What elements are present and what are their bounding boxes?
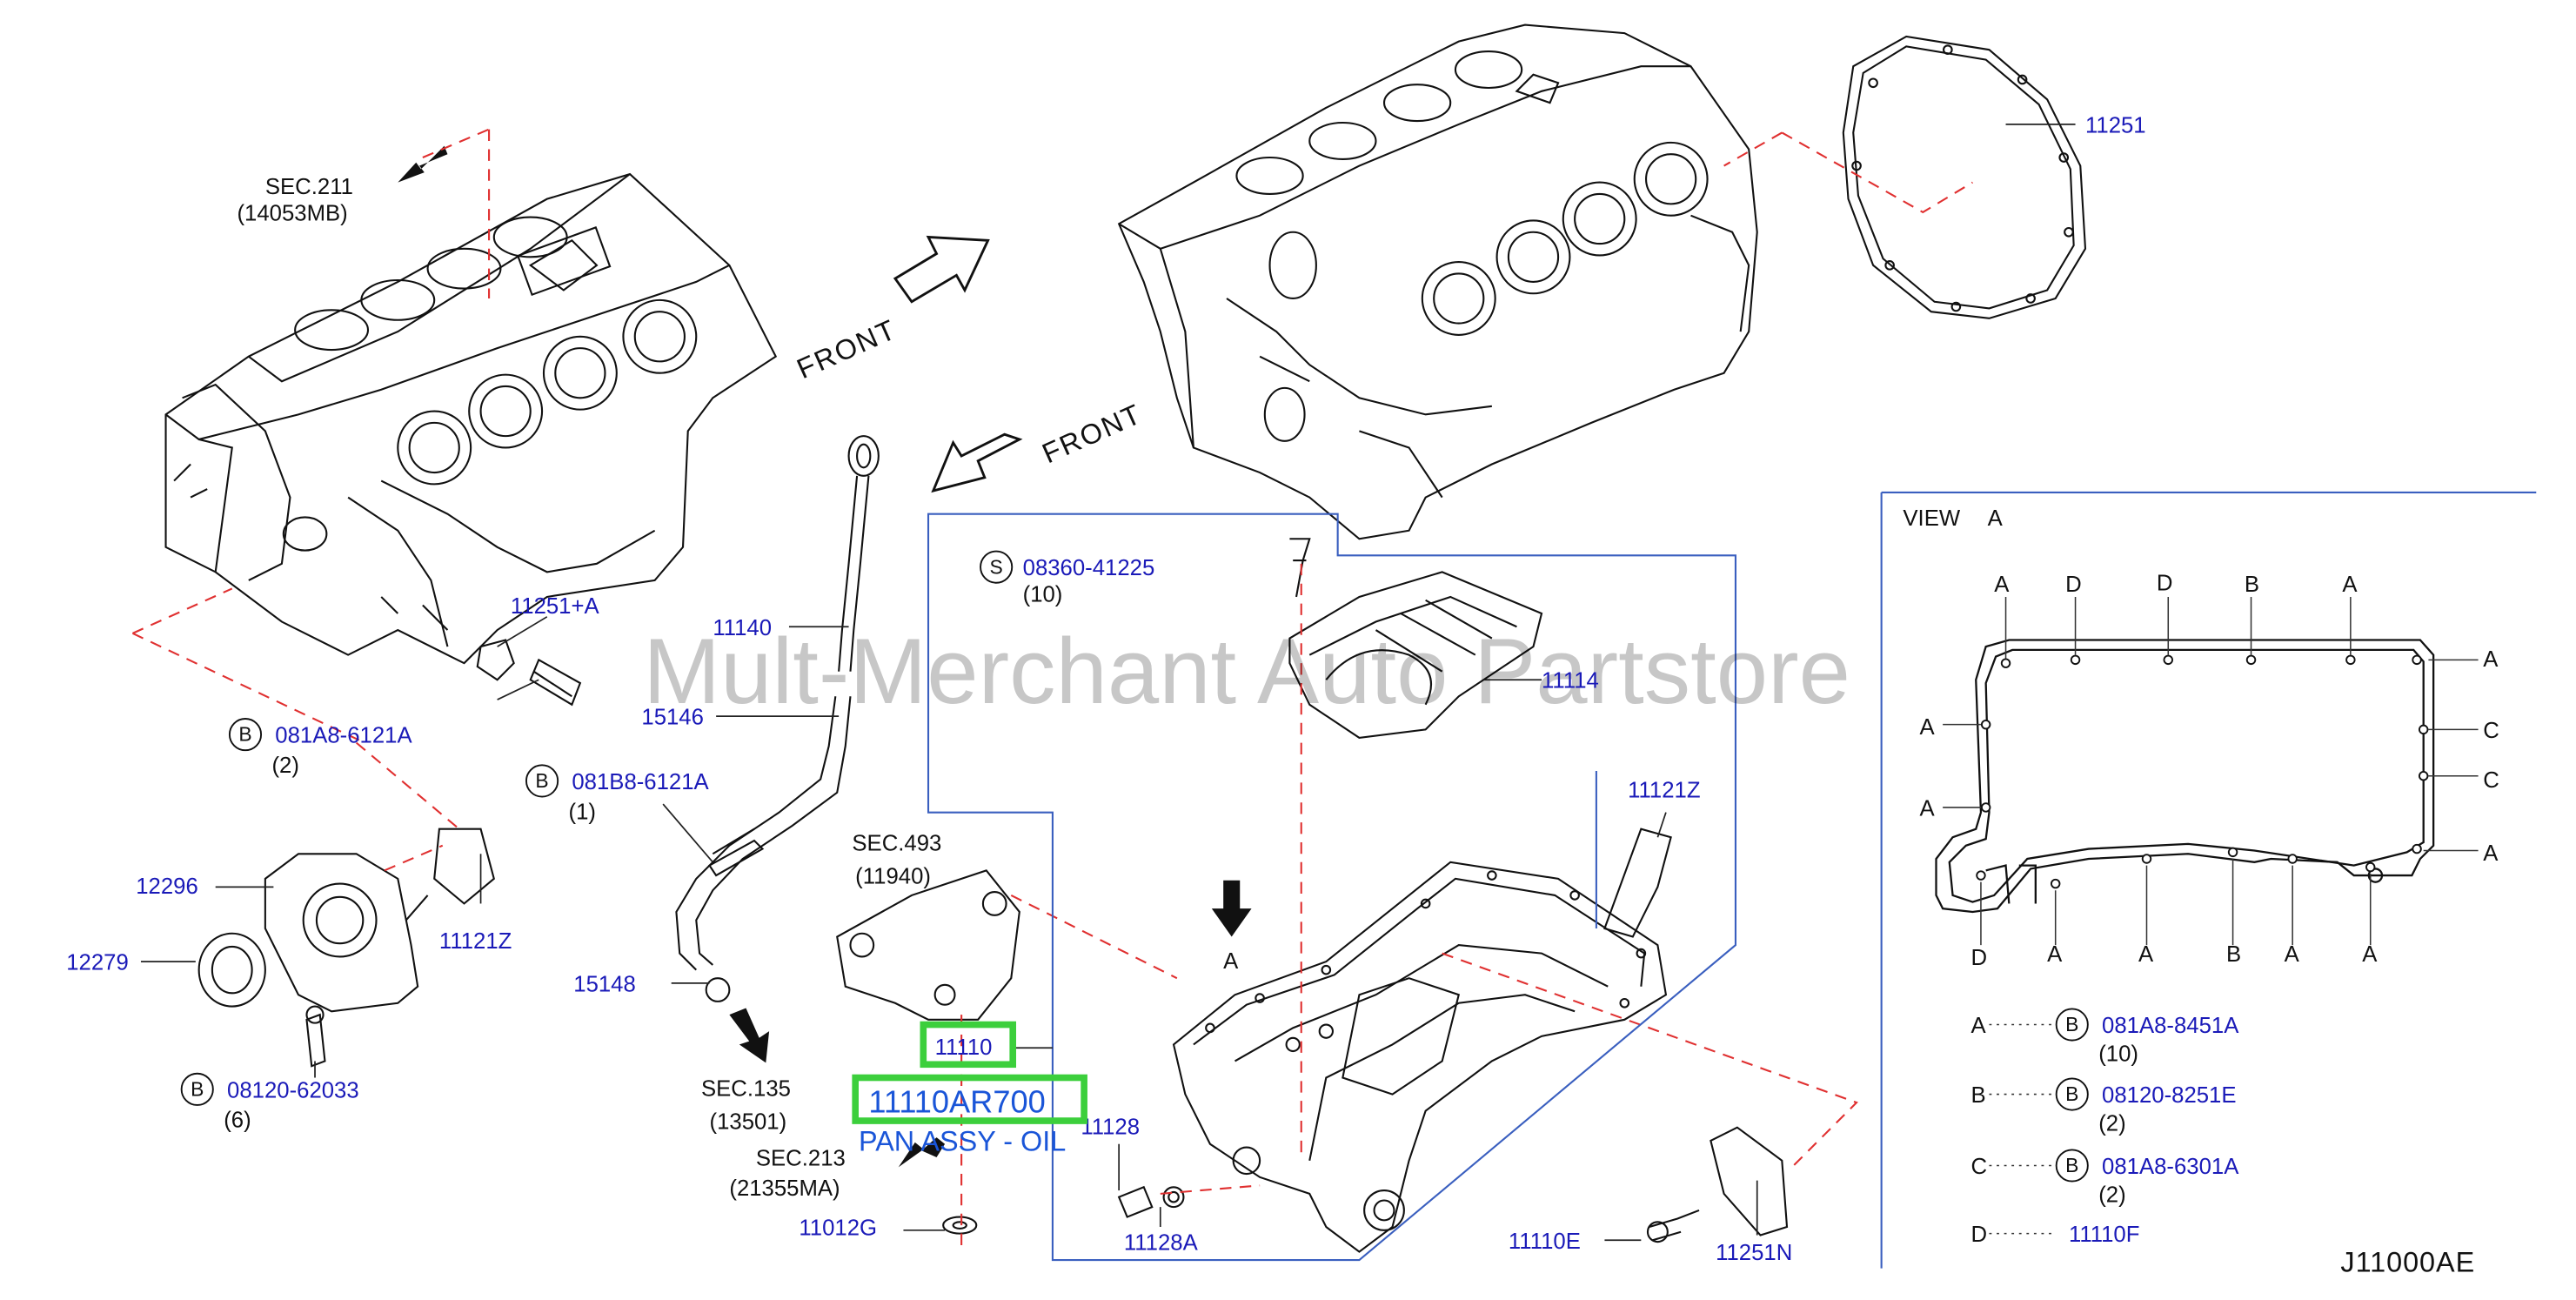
- oil-pan-assy: [1172, 861, 1668, 1253]
- leader-lines-black: [140, 124, 2076, 1242]
- part-11251n[interactable]: 11251N: [1716, 1240, 1793, 1265]
- view-letter-left-1: A: [1919, 714, 1935, 740]
- part-12279[interactable]: 12279: [66, 949, 129, 975]
- legend-b-qty: (2): [2098, 1110, 2126, 1136]
- view-letter-left-2: A: [1919, 795, 1935, 821]
- part-11128[interactable]: 11128: [1081, 1114, 1141, 1140]
- view-letter-top-2: D: [2065, 572, 2082, 597]
- part-12296[interactable]: 12296: [136, 874, 198, 899]
- sec211-title[interactable]: SEC.211: [264, 174, 353, 199]
- view-letter-bottom-6: A: [2362, 941, 2378, 967]
- view-letter-right-3: C: [2483, 767, 2499, 793]
- part-11128a[interactable]: 11128A: [1123, 1230, 1198, 1256]
- view-letter-right-1: A: [2483, 647, 2499, 672]
- part-15146[interactable]: 15146: [641, 704, 704, 730]
- view-letter-bottom-2: A: [2047, 941, 2063, 967]
- part-11251[interactable]: 11251: [2084, 112, 2146, 138]
- front-arrows: [893, 235, 1023, 493]
- legend-key-a: A: [1970, 1013, 1986, 1038]
- view-letter: A: [1987, 506, 2003, 531]
- view-a-bolt-dots: [1976, 654, 2429, 889]
- part-11121z-left[interactable]: 11121Z: [438, 928, 512, 954]
- legend-a-code[interactable]: 081A8-8451A: [2102, 1013, 2239, 1038]
- view-letter-top-5: A: [2342, 572, 2358, 597]
- view-a-pointer-lines: [1943, 596, 2479, 946]
- view-letter-bottom-4: B: [2225, 941, 2242, 967]
- legend-key-c: C: [1970, 1154, 1988, 1179]
- view-letter-bottom-5: A: [2284, 941, 2299, 967]
- sec135-title[interactable]: SEC.135: [700, 1076, 791, 1102]
- small-hardware: [476, 538, 1789, 1243]
- view-letter-top-1: A: [1994, 572, 2010, 597]
- bolt-b3-circle: B: [180, 1072, 214, 1106]
- dipstick-and-tube: [675, 435, 880, 1002]
- baffle-plate-11114: [1288, 571, 1543, 739]
- legend-dotted-lines: [1989, 1023, 2056, 1235]
- view-letter-top-3: D: [2156, 570, 2173, 596]
- bolt-b1-qty: (2): [271, 753, 299, 778]
- watermark-text: Mult-Merchant Auto Partstore: [643, 618, 1851, 723]
- view-letter-bottom-1: D: [1970, 945, 1988, 970]
- sec493-ref: (11940): [855, 863, 931, 889]
- part-11114[interactable]: 11114: [1542, 667, 1599, 694]
- part-11251-a[interactable]: 11251+A: [510, 593, 599, 619]
- frame-lines-blue: [927, 491, 2537, 1269]
- highlight-part-no: 11110: [934, 1034, 993, 1060]
- highlight-part-name[interactable]: PAN ASSY - OIL: [858, 1125, 1067, 1157]
- bolt-b1-circle: B: [228, 718, 263, 752]
- leader-lines-red: [131, 128, 1973, 1252]
- engine-block-right: [1117, 23, 1758, 540]
- view-a-pan-outline: [1935, 639, 2435, 914]
- sec493-title[interactable]: SEC.493: [852, 830, 942, 856]
- highlight-box-part[interactable]: 11110: [920, 1021, 1017, 1069]
- legend-c-circle: B: [2055, 1149, 2089, 1183]
- legend-key-b: B: [1970, 1082, 1986, 1108]
- bolt-b2-code[interactable]: 081B8-6121A: [572, 769, 709, 794]
- legend-a-circle: B: [2055, 1008, 2089, 1042]
- sec211-ref: (14053MB): [237, 200, 348, 226]
- diagram-code: J11000AE: [2340, 1246, 2476, 1279]
- legend-d-code[interactable]: 11110F: [2068, 1222, 2140, 1247]
- view-letter-bottom-3: A: [2138, 941, 2154, 967]
- part-15148[interactable]: 15148: [573, 971, 636, 997]
- view-a-marker: A: [1223, 948, 1239, 974]
- bolt-b1-code[interactable]: 081A8-6121A: [275, 722, 412, 748]
- legend-c-code[interactable]: 081A8-6301A: [2102, 1154, 2239, 1179]
- legend-c-qty: (2): [2098, 1182, 2126, 1208]
- rear-plate-11251: [1842, 35, 2087, 319]
- view-letter-right-4: A: [2483, 841, 2499, 866]
- bolt-b2-qty: (1): [568, 799, 596, 824]
- highlight-part-code: 11110AR700: [868, 1086, 1046, 1122]
- legend-b-code[interactable]: 08120-8251E: [2102, 1082, 2237, 1108]
- legend-b-circle: B: [2055, 1077, 2089, 1111]
- sec213-ref: (21355MA): [729, 1175, 840, 1201]
- bolt-b3-code[interactable]: 08120-62033: [227, 1077, 359, 1103]
- bolt-s1-code[interactable]: 08360-41225: [1022, 555, 1155, 580]
- bolt-s1-qty: (10): [1022, 581, 1063, 607]
- rear-oil-seal-retainer: [197, 828, 495, 1068]
- view-letter-right-2: C: [2483, 718, 2499, 743]
- legend-key-d: D: [1970, 1222, 1988, 1247]
- legend-a-qty: (10): [2098, 1041, 2138, 1067]
- view-letter-top-4: B: [2244, 572, 2260, 597]
- bolt-b2-circle: B: [525, 764, 559, 798]
- part-11121z-right[interactable]: 11121Z: [1628, 777, 1701, 803]
- part-11140[interactable]: 11140: [713, 614, 773, 640]
- sec135-ref: (13501): [709, 1109, 787, 1135]
- sec213-title[interactable]: SEC.213: [755, 1145, 846, 1171]
- part-11012g[interactable]: 11012G: [799, 1215, 878, 1241]
- bolt-s1-circle: S: [980, 550, 1014, 584]
- highlight-box-code[interactable]: 11110AR700: [852, 1074, 1087, 1124]
- engine-block-left: [164, 172, 778, 665]
- bracket-sec493: [836, 869, 1020, 1021]
- view-title: VIEW: [1903, 506, 1961, 531]
- part-11110e[interactable]: 11110E: [1508, 1228, 1581, 1254]
- bolt-b3-qty: (6): [224, 1107, 251, 1133]
